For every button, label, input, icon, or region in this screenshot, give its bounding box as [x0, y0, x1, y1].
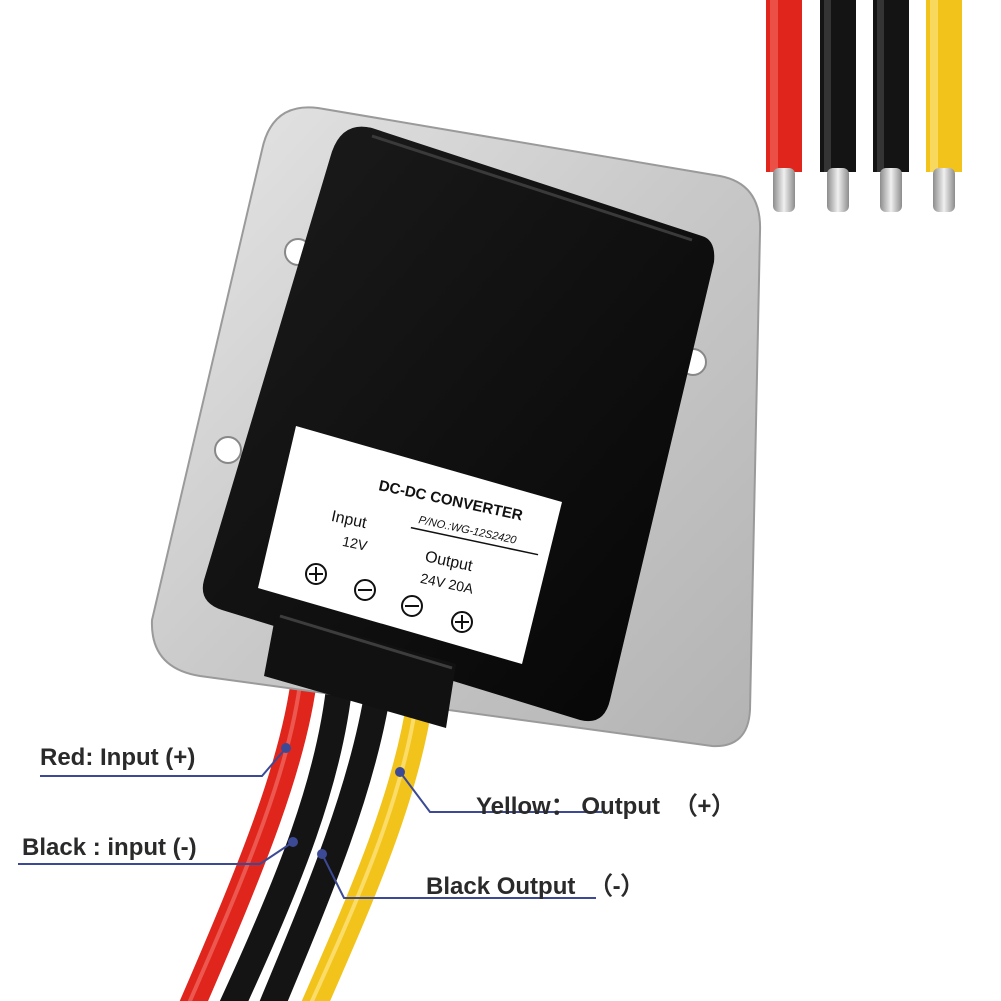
wire-red: [179, 659, 318, 1001]
callout-yellow: [399, 771, 602, 813]
sample-wire-black-1: [820, 0, 856, 212]
plus-symbol: [305, 563, 327, 585]
label-black-output: Black Output （-）: [426, 873, 645, 900]
minus-symbol: [401, 595, 423, 617]
wire-black-output: [259, 677, 391, 1001]
wire-black-input: [219, 667, 353, 1001]
sample-wire-red: [766, 0, 802, 212]
output-wires: [179, 659, 433, 1001]
callout-black-output: [321, 853, 596, 899]
wire-yellow: [301, 687, 433, 1001]
sample-wire-black-2: [873, 0, 909, 212]
label-black-input: Black : input (-): [22, 834, 197, 861]
terminal-symbols: [305, 563, 473, 633]
converter-housing: [150, 106, 762, 748]
label-red-input: Red: Input (+): [40, 744, 196, 771]
label-plate: DC-DC CONVERTER P/NO.:WG-12S2420 Input 1…: [258, 426, 562, 664]
mount-hole: [214, 436, 242, 464]
plate-input-voltage: 12V: [341, 533, 369, 554]
label-yellow-output: Yellow： Output （+）: [476, 793, 736, 820]
callout-lines: [18, 743, 602, 899]
callout-black-input: [18, 841, 294, 865]
callout-red: [40, 747, 287, 777]
minus-symbol: [354, 579, 376, 601]
wire-samples: [766, 0, 962, 212]
sample-wire-yellow: [926, 0, 962, 212]
wire-grommet: [264, 612, 456, 728]
plus-symbol: [451, 611, 473, 633]
